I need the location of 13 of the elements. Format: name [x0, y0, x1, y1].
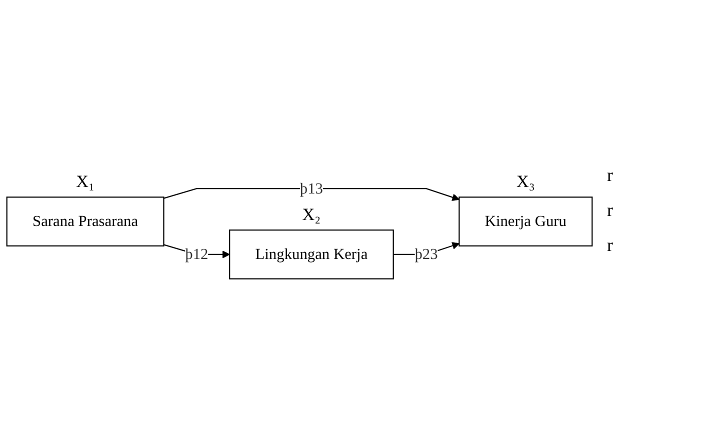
- variable-label: X₂: [302, 204, 321, 224]
- path-label: r: [607, 235, 614, 256]
- node-box: Lingkungan Kerja: [229, 229, 394, 280]
- variable-label: X₁: [76, 172, 94, 191]
- edge-label: þ23: [414, 245, 438, 262]
- arrow: [164, 188, 460, 201]
- node-box: Kinerja Guru: [458, 196, 593, 246]
- edge-label: þ13: [300, 179, 324, 196]
- path-label: r: [607, 165, 614, 186]
- edge-label: þ12: [185, 245, 208, 262]
- path-label: r: [607, 200, 614, 221]
- variable-label: X₃: [516, 172, 535, 191]
- node-box: Sarana Prasarana: [6, 196, 164, 246]
